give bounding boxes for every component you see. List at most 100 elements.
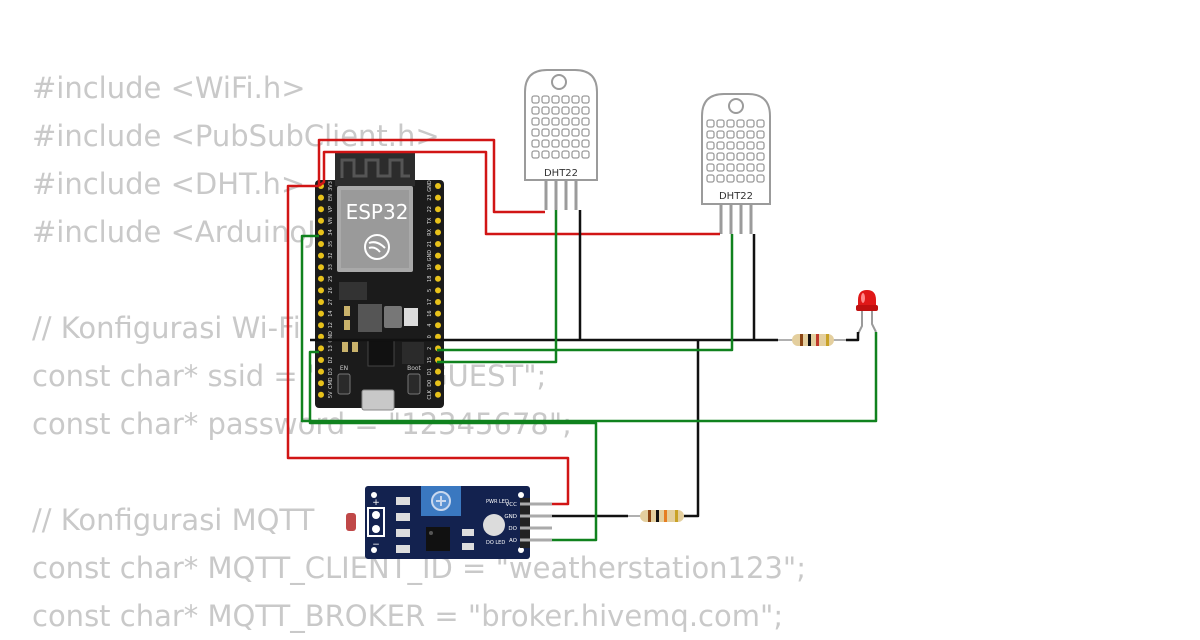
vent-slot (716, 130, 725, 139)
esp32-pin[interactable] (435, 299, 441, 305)
esp32-pin-label: 22 (427, 206, 433, 212)
en-button[interactable]: EN (337, 365, 351, 395)
module-hole (371, 492, 377, 498)
vent-slot (726, 174, 735, 183)
wire-power-ldr[interactable] (286, 184, 570, 506)
esp32-pin[interactable] (435, 264, 441, 271)
wire-signal-led[interactable] (300, 234, 878, 423)
esp32-crystal (384, 306, 402, 328)
vent-slot (571, 150, 580, 159)
vent-slot (716, 152, 725, 161)
code-line: const char* MQTT_BROKER = "broker.hivemq… (32, 599, 784, 633)
esp32-pin[interactable] (318, 345, 324, 352)
potentiometer-knob[interactable] (421, 486, 461, 516)
wire-ground-ldr[interactable] (552, 340, 700, 518)
esp32-board[interactable]: ESP32 3V3ENVPVN343532332526271412GND13D2… (315, 152, 444, 411)
antenna-trace (340, 158, 410, 178)
esp32-pin[interactable] (435, 333, 441, 340)
esp32-pin[interactable] (435, 229, 441, 236)
wire-signal-dht2[interactable] (437, 234, 734, 352)
esp32-pin[interactable] (318, 287, 324, 294)
ldr-terminal-pin (372, 511, 380, 519)
esp32-pin[interactable] (318, 380, 324, 387)
resistor-led[interactable] (778, 334, 846, 346)
esp32-pin-label: 32 (328, 252, 334, 258)
ldr-sensor-module[interactable]: + − PWR LED DO LED VCC GND DO AO (346, 486, 552, 559)
dht22-sensor-2[interactable]: DHT22 (701, 93, 771, 234)
esp32-pin[interactable] (435, 183, 441, 189)
wire-power-dht1[interactable] (317, 138, 545, 214)
esp32-pin[interactable] (318, 275, 324, 282)
esp32-pin[interactable] (435, 322, 441, 329)
vent-slot (706, 152, 715, 161)
esp32-pin[interactable] (435, 206, 441, 213)
esp32-pin-label: 23 (427, 194, 433, 200)
esp32-pin[interactable] (318, 299, 324, 305)
esp32-pin[interactable] (318, 264, 324, 271)
vent-slot (541, 95, 550, 104)
wire-power-dht2[interactable] (318, 150, 720, 236)
vent-slot (746, 130, 755, 139)
esp32-pin-label: GND (427, 250, 433, 262)
esp32-pin[interactable] (435, 252, 441, 259)
esp32-pin[interactable] (435, 287, 441, 294)
photoresistor-icon (346, 513, 356, 531)
smd-resistor (396, 497, 410, 505)
esp32-pin-label: 2 (427, 347, 433, 350)
esp32-pin-label: 35 (328, 241, 334, 247)
red-led[interactable] (856, 290, 878, 335)
pin-label-vcc: VCC (506, 502, 518, 508)
esp32-pin[interactable] (318, 229, 324, 236)
esp32-pin[interactable] (435, 275, 441, 282)
vent-slot (716, 141, 725, 150)
wire-signal-ldr[interactable] (308, 350, 598, 542)
esp32-pin[interactable] (318, 252, 324, 259)
esp32-pin-label: D0 (427, 380, 433, 387)
vent-slot (746, 163, 755, 172)
resistor-ldr[interactable] (628, 510, 698, 522)
vent-slot (541, 139, 550, 148)
esp32-pin[interactable] (435, 241, 441, 247)
boot-button[interactable]: Boot (407, 365, 422, 395)
code-line: const char* MQTT_CLIENT_ID = "weathersta… (32, 551, 807, 585)
esp32-pin[interactable] (318, 322, 324, 329)
vent-slot (756, 174, 765, 183)
module-hole (371, 547, 377, 553)
vent-slot (551, 106, 560, 115)
vent-slot (581, 128, 590, 137)
esp32-pin-label: CLK (427, 389, 433, 399)
esp32-pin[interactable] (435, 380, 441, 387)
vent-slot (531, 106, 540, 115)
esp32-pin[interactable] (318, 333, 324, 340)
vent-slot (706, 141, 715, 150)
esp32-pin[interactable] (318, 241, 324, 247)
dht22-vent-grid (531, 95, 590, 159)
esp32-pin[interactable] (318, 391, 324, 398)
esp32-pin[interactable] (318, 194, 324, 201)
esp32-pin[interactable] (435, 310, 441, 317)
esp32-pin[interactable] (435, 391, 441, 398)
vent-slot (746, 141, 755, 150)
vent-slot (561, 150, 570, 159)
esp32-pin[interactable] (435, 217, 441, 224)
vent-slot (706, 130, 715, 139)
esp32-pin[interactable] (318, 357, 324, 363)
esp32-pin[interactable] (318, 310, 324, 317)
vent-slot (571, 139, 580, 148)
dht22-sensor-1[interactable]: DHT22 (524, 69, 598, 210)
wire-ground-led[interactable] (846, 332, 860, 342)
smd-resistor (462, 543, 474, 550)
esp32-pin[interactable] (318, 206, 324, 213)
esp32-pin[interactable] (318, 368, 324, 375)
vent-slot (581, 95, 590, 104)
vent-slot (736, 152, 745, 161)
dht22-label-1: DHT22 (544, 168, 578, 179)
esp32-pin[interactable] (435, 368, 441, 375)
esp32-pin[interactable] (435, 194, 441, 201)
esp32-pin[interactable] (318, 217, 324, 224)
module-pin-header (520, 498, 530, 548)
dht22-vent-grid (706, 119, 765, 183)
wire-signal-dht1[interactable] (437, 210, 558, 364)
